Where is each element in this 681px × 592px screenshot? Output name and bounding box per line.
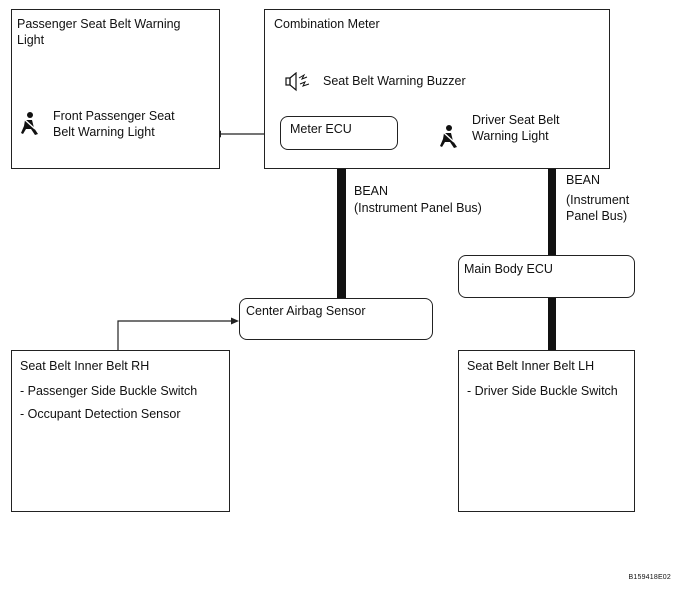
main-body-ecu-label: Main Body ECU — [464, 262, 553, 276]
driver-light-label-line1: Driver Seat Belt — [472, 113, 560, 127]
bean-right-label-line1: BEAN — [566, 173, 601, 187]
seatbelt-person-icon — [440, 125, 457, 148]
passenger-light-box-title-line1: Passenger Seat Belt Warning — [17, 17, 181, 31]
inner-belt-rh-item1: - Passenger Side Buckle Switch — [20, 384, 198, 398]
bean-bus-right-line — [548, 167, 556, 255]
combination-meter-title: Combination Meter — [274, 17, 380, 31]
inner-belt-rh-box — [11, 350, 230, 512]
passenger-seat-belt-warning-light-box — [11, 9, 220, 169]
arrowhead-airbag-sensor — [231, 317, 239, 325]
front-passenger-light-label-line2: Belt Warning Light — [53, 125, 155, 139]
front-passenger-light-label-line1: Front Passenger Seat — [53, 109, 175, 123]
bean-right-label-line3: Panel Bus) — [566, 209, 628, 223]
meter-ecu-box — [280, 116, 398, 150]
bean-right-label-line2: (Instrument — [566, 193, 630, 207]
center-airbag-sensor-label: Center Airbag Sensor — [246, 304, 366, 318]
meter-ecu-label: Meter ECU — [290, 122, 352, 136]
inner-belt-lh-item1: - Driver Side Buckle Switch — [467, 384, 618, 398]
center-airbag-sensor-box — [239, 298, 433, 340]
inner-belt-lh-title: Seat Belt Inner Belt LH — [467, 359, 595, 373]
inner-belt-rh-to-airbag-line — [117, 320, 232, 350]
bean-left-label-line1: BEAN — [354, 184, 389, 198]
bean-left-label-line2: (Instrument Panel Bus) — [354, 201, 482, 215]
speaker-buzzer-icon — [285, 72, 310, 92]
figure-code: B159418E02 — [628, 574, 671, 581]
main-body-ecu-link-line — [548, 298, 556, 350]
driver-light-label-line2: Warning Light — [472, 129, 549, 143]
seatbelt-person-icon — [21, 112, 38, 135]
inner-belt-lh-box — [458, 350, 635, 512]
passenger-light-box-title-line2: Light — [17, 33, 45, 47]
main-body-ecu-box — [458, 255, 635, 298]
bean-bus-left-line — [337, 167, 346, 298]
buzzer-label: Seat Belt Warning Buzzer — [323, 74, 466, 88]
inner-belt-rh-title: Seat Belt Inner Belt RH — [20, 359, 150, 373]
inner-belt-rh-item2: - Occupant Detection Sensor — [20, 407, 181, 421]
